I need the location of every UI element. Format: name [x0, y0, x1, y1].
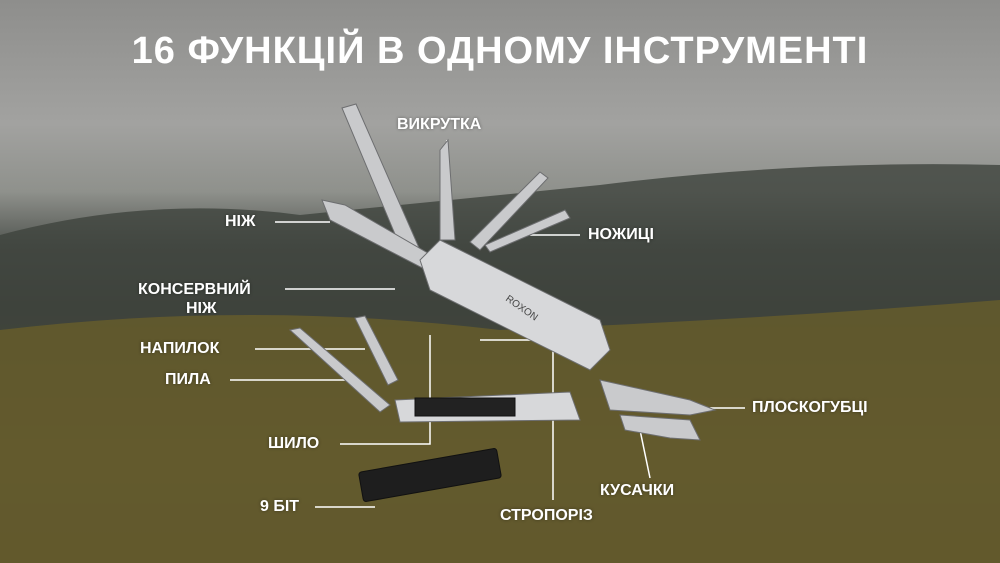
label-screwdriver: ВИКРУТКА — [397, 116, 482, 133]
label-scissors: НОЖИЦІ — [588, 226, 654, 243]
label-knife: НІЖ — [225, 213, 256, 230]
label-can-opener-line1: КОНСЕРВНИЙ — [138, 281, 251, 298]
callout-lines — [230, 140, 745, 508]
label-can-opener-line2: НІЖ — [186, 300, 217, 317]
label-bits: 9 БІТ — [260, 498, 300, 515]
page-title: 16 ФУНКЦІЙ В ОДНОМУ ІНСТРУМЕНТІ — [131, 30, 869, 72]
label-awl: ШИЛО — [268, 435, 320, 452]
handle — [419, 239, 611, 371]
label-strap-cutter: СТРОПОРІЗ — [500, 507, 593, 524]
label-file: НАПИЛОК — [140, 340, 220, 357]
label-cutters: КУСАЧКИ — [600, 482, 675, 499]
label-pliers: ПЛОСКОГУБЦІ — [752, 399, 868, 416]
label-saw: ПИЛА — [165, 371, 211, 388]
